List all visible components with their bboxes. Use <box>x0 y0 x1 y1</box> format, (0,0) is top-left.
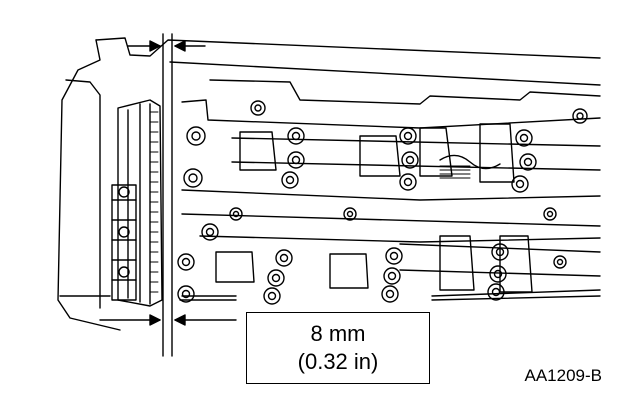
lower-camshaft <box>215 235 601 293</box>
timing-chain <box>111 184 137 301</box>
upper-cam-cap-rail <box>181 79 601 201</box>
camshaft-sprocket <box>117 99 163 307</box>
figure-id-label: AA1209-B <box>524 366 603 385</box>
measurement-callout: 8 mm (0.32 in) <box>246 312 430 384</box>
lower-cam-cap-rail <box>181 213 601 297</box>
cam-cap-bolts <box>177 100 588 305</box>
sprocket-teeth <box>149 111 159 293</box>
measurement-imperial: (0.32 in) <box>297 349 379 374</box>
cylinder-head-outline <box>57 37 601 331</box>
valve-spring <box>439 165 471 179</box>
measurement-lines <box>99 33 237 357</box>
measurement-metric: 8 mm <box>310 321 366 346</box>
